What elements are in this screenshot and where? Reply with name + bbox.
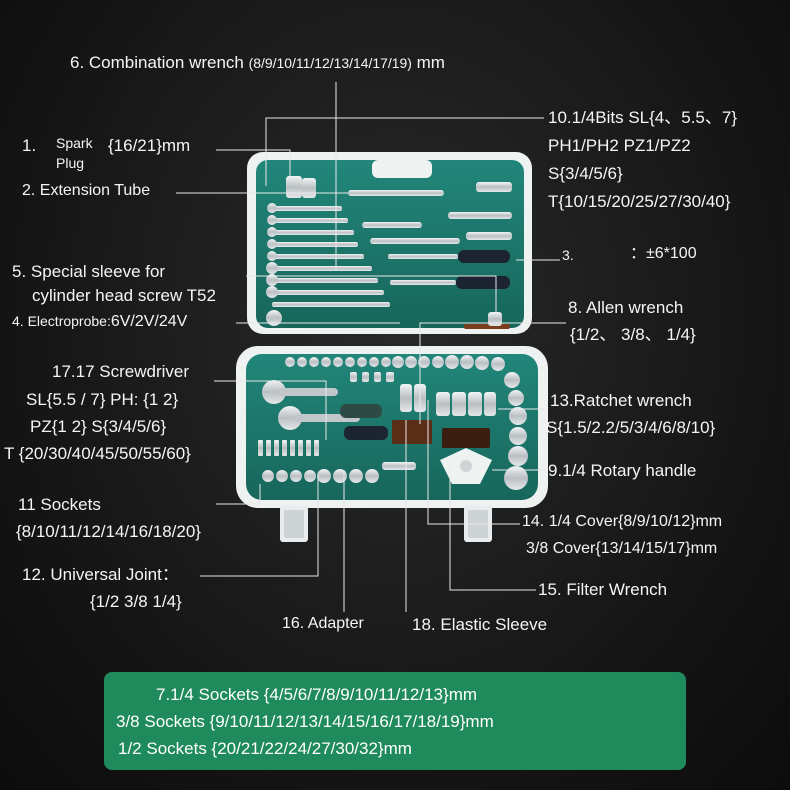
label-bits-line3: S{3/4/5/6} <box>548 164 623 183</box>
label-adapter: 16. Adapter <box>282 615 364 632</box>
label-item3-num: 3. <box>562 247 574 263</box>
label-combination-wrench-unit: mm <box>416 53 445 72</box>
label-screwdriver-3: T {20/30/40/45/50/55/60} <box>4 444 191 463</box>
label-bits-line2: PH1/PH2 PZ1/PZ2 <box>548 136 691 155</box>
label-ratchet-1: 13.Ratchet wrench <box>550 391 692 410</box>
label-spark-plug-num: 1. <box>22 136 37 155</box>
banner-row-1: 7.1/4 Sockets {4/5/6/7/8/9/10/11/12/13}m… <box>156 685 478 704</box>
label-universal-joint-sizes: {1/2 3/8 1/4} <box>90 592 182 611</box>
label-filter-wrench: 15. Filter Wrench <box>538 580 668 599</box>
case-lid <box>247 152 532 334</box>
label-ratchet-2: S{1.5/2.2/5/3/4/6/8/10} <box>546 418 716 437</box>
label-allen-wrench-1: 8. Allen wrench <box>568 298 684 317</box>
case-base <box>236 346 548 542</box>
label-universal-joint-title: 12. Universal Joint： <box>22 565 179 584</box>
label-item3-value: ：±6*100 <box>630 245 697 262</box>
label-special-sleeve-2: cylinder head screw T52 <box>32 286 216 305</box>
sockets-banner: 7.1/4 Sockets {4/5/6/7/8/9/10/11/12/13}m… <box>104 672 686 770</box>
label-sockets11-title: 11 Sockets <box>18 495 101 514</box>
label-screwdriver-title: 17.17 Screwdriver <box>52 362 190 381</box>
label-electroprobe: 4. Electroprobe:6V/2V/24V <box>12 314 187 330</box>
label-extension-tube: 2. Extension Tube <box>22 182 151 199</box>
label-special-sleeve-1: 5. Special sleeve for <box>12 262 166 281</box>
label-elastic-sleeve: 18. Elastic Sleeve <box>412 615 548 634</box>
label-combination-wrench-prefix: 6. Combination wrench <box>70 53 244 72</box>
label-spark-plug-name-2: Plug <box>56 155 85 171</box>
label-combination-wrench: 6. Combination wrench (8/9/10/11/12/13/1… <box>70 54 445 71</box>
banner-row-2: 3/8 Sockets {9/10/11/12/13/14/15/16/17/1… <box>116 712 494 731</box>
label-spark-plug-name-1: Spark <box>56 135 93 151</box>
label-screwdriver-2: PZ{1 2} S{3/4/5/6} <box>30 417 167 436</box>
label-electroprobe-name: 4. Electroprobe: <box>12 313 111 329</box>
label-bits-line4: T{10/15/20/25/27/30/40} <box>548 192 731 211</box>
label-electroprobe-value: 6V/2V/24V <box>110 313 188 330</box>
label-cover-2: 3/8 Cover{13/14/15/17}mm <box>526 540 718 557</box>
label-spark-plug-sizes: {16/21}mm <box>108 136 191 155</box>
label-screwdriver-1: SL{5.5 / 7} PH: {1 2} <box>26 390 179 409</box>
label-allen-wrench-2: {1/2、 3/8、 1/4} <box>570 325 696 344</box>
label-bits-line1: 10.1/4Bits SL{4、5.5、7} <box>548 108 738 127</box>
label-sockets11-sizes: {8/10/11/12/14/16/18/20} <box>16 522 201 541</box>
banner-row-3: 1/2 Sockets {20/21/22/24/27/30/32}mm <box>118 739 412 758</box>
label-cover-1: 14. 1/4 Cover{8/9/10/12}mm <box>522 513 723 530</box>
label-rotary-handle: 9.1/4 Rotary handle <box>548 461 697 480</box>
leader-lines <box>176 82 566 612</box>
label-combination-wrench-sizes: (8/9/10/11/12/13/14/17/19) <box>248 55 412 71</box>
